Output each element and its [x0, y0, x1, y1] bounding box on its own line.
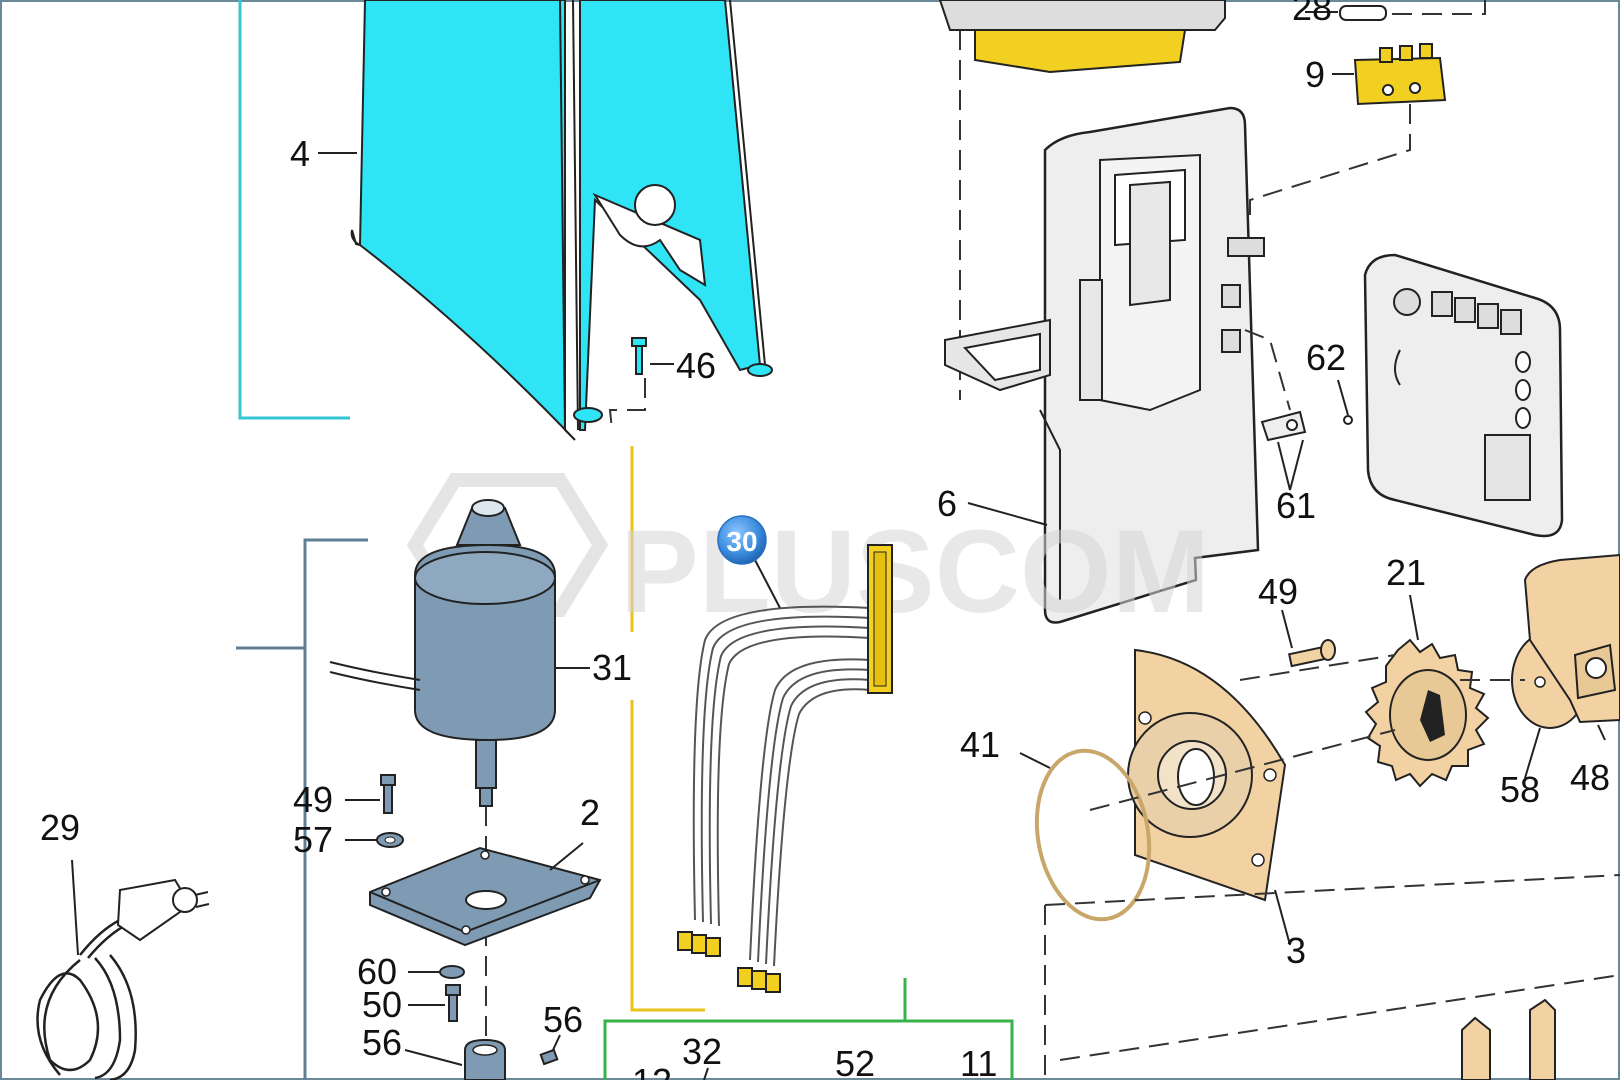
- hotspot-30-label: 30: [726, 526, 757, 557]
- harness-group-bracket-lower: [630, 700, 705, 1012]
- label-32: 32: [682, 1031, 722, 1072]
- coupling-56: [464, 1038, 506, 1081]
- fuse-28: [1339, 5, 1387, 21]
- label-2: 2: [580, 792, 600, 833]
- watermark-text: PLUSCOM: [620, 506, 1210, 638]
- flange-part-3: [1127, 648, 1287, 902]
- label-60: 60: [357, 951, 397, 992]
- control-unit-part: [1363, 253, 1564, 538]
- clip-part-61: [1260, 410, 1307, 442]
- motor-group-bracket: [303, 538, 368, 1080]
- label-4: 4: [290, 133, 310, 174]
- leader-2: [549, 842, 584, 871]
- label-29: 29: [40, 807, 80, 848]
- label-21: 21: [1386, 552, 1426, 593]
- o-ring-41: [1034, 748, 1152, 922]
- leader-32: [703, 1067, 709, 1081]
- clip-axis: [1244, 329, 1291, 411]
- gear-axis-lower: [1089, 729, 1396, 811]
- bracket-part-48: [1523, 553, 1620, 724]
- label-11: 11: [960, 1043, 997, 1080]
- lower-assembly-line-1: [1044, 874, 1620, 906]
- washer-57: [376, 832, 404, 848]
- leader-48: [1597, 724, 1606, 741]
- power-plug: [116, 878, 210, 942]
- cover-part: [350, 0, 773, 441]
- leader-62: [1337, 379, 1349, 416]
- setscrew-56: [539, 1048, 559, 1066]
- motor-part-31: [329, 499, 556, 807]
- mounting-plate-2: [369, 846, 602, 947]
- leader-58: [1524, 727, 1541, 779]
- screw-46: [631, 337, 647, 375]
- wire-harness-30: [692, 605, 871, 967]
- leader-56-coupling: [404, 1049, 463, 1066]
- label-12: 12: [632, 1061, 672, 1080]
- label-49-motor: 49: [293, 779, 333, 820]
- label-61: 61: [1276, 485, 1316, 526]
- power-cable-29: [36, 918, 137, 1082]
- leader-49-flange: [1281, 609, 1293, 649]
- label-56-setscrew: 56: [543, 999, 583, 1040]
- board-group-bracket: [603, 1019, 1014, 1080]
- screw-62: [1343, 415, 1353, 425]
- screw-49-flange: [1288, 639, 1336, 668]
- leader-3: [1274, 889, 1291, 946]
- hotspot-30-button[interactable]: 30: [717, 515, 767, 565]
- fuse-axis: [1392, 0, 1486, 15]
- drive-gear-21: [1364, 638, 1490, 788]
- label-31: 31: [592, 647, 632, 688]
- gear-axis-upper: [1239, 654, 1396, 681]
- leader-41: [1019, 752, 1051, 769]
- transformer-part: [938, 0, 1226, 74]
- label-28: 28: [1292, 0, 1332, 28]
- terminal-block-9: [1353, 43, 1447, 106]
- housing-part-6: [944, 106, 1265, 624]
- label-49-flange: 49: [1258, 571, 1298, 612]
- leader-21: [1409, 594, 1419, 641]
- cover-group-bracket: [238, 0, 350, 420]
- leader-29: [71, 859, 79, 956]
- label-9: 9: [1305, 54, 1325, 95]
- label-50: 50: [362, 984, 402, 1025]
- leader-30: [754, 559, 781, 609]
- harness-plug-connectors: [677, 931, 781, 993]
- label-3: 3: [1286, 930, 1306, 971]
- label-6: 6: [937, 483, 957, 524]
- leader-56-setscrew: [552, 1034, 561, 1051]
- label-41: 41: [960, 724, 1000, 765]
- leader-61: [1277, 439, 1304, 491]
- pin-parts: [1461, 998, 1556, 1081]
- leader-6: [967, 502, 1048, 526]
- terminal-axis: [1249, 104, 1411, 215]
- watermark: PLUSCOM: [406, 473, 1210, 638]
- label-56-coupling: 56: [362, 1022, 402, 1063]
- screw-49-motor: [380, 774, 396, 814]
- label-62: 62: [1306, 337, 1346, 378]
- label-48: 48: [1570, 757, 1610, 798]
- label-46: 46: [676, 345, 716, 386]
- washer-60: [439, 965, 465, 979]
- screw-46-axis: [608, 378, 646, 431]
- label-58: 58: [1500, 769, 1540, 810]
- lower-assembly-line-3: [1059, 974, 1620, 1061]
- label-57: 57: [293, 819, 333, 860]
- screw-50: [445, 984, 461, 1022]
- harness-strip-connector: [867, 544, 893, 694]
- label-52: 52: [835, 1043, 875, 1080]
